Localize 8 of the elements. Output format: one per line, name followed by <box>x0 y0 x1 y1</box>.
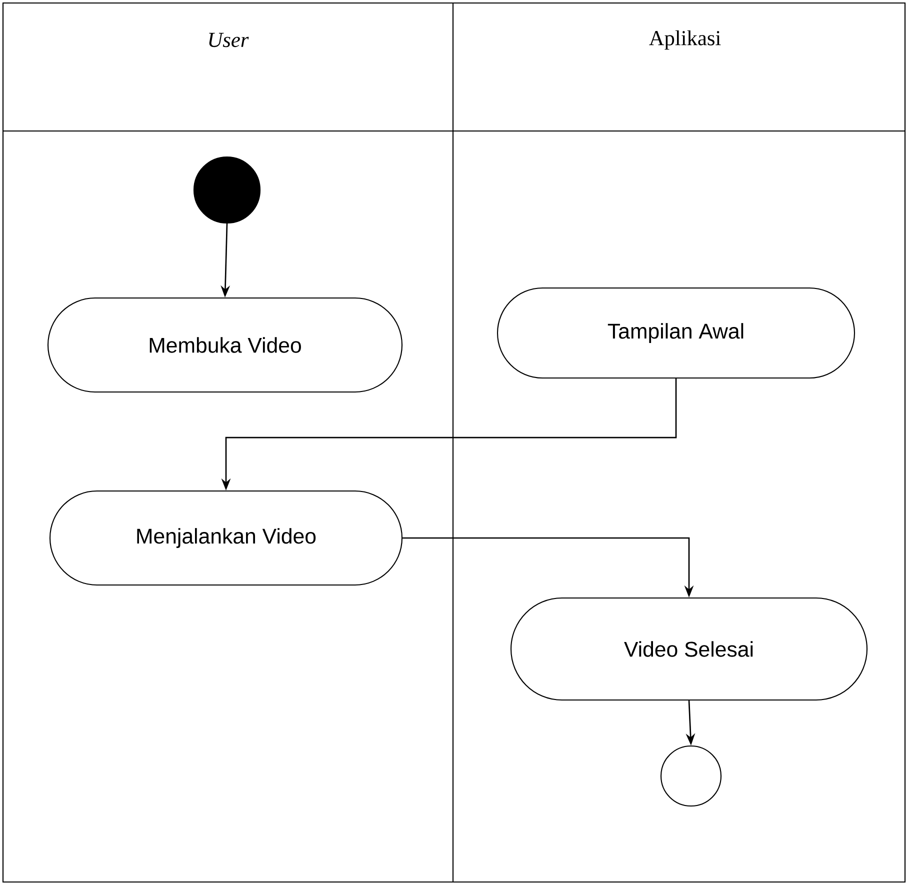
activity-box: Menjalankan Video <box>49 490 403 586</box>
activity-box: Tampilan Awal <box>496 287 856 379</box>
lane-header: User <box>209 32 249 48</box>
lane-header: Aplikasi <box>649 30 721 50</box>
end-node <box>660 745 722 807</box>
activity-box: Video Selesai <box>510 597 868 701</box>
start-node <box>193 156 261 224</box>
activity-box: Membuka Video <box>47 297 403 393</box>
